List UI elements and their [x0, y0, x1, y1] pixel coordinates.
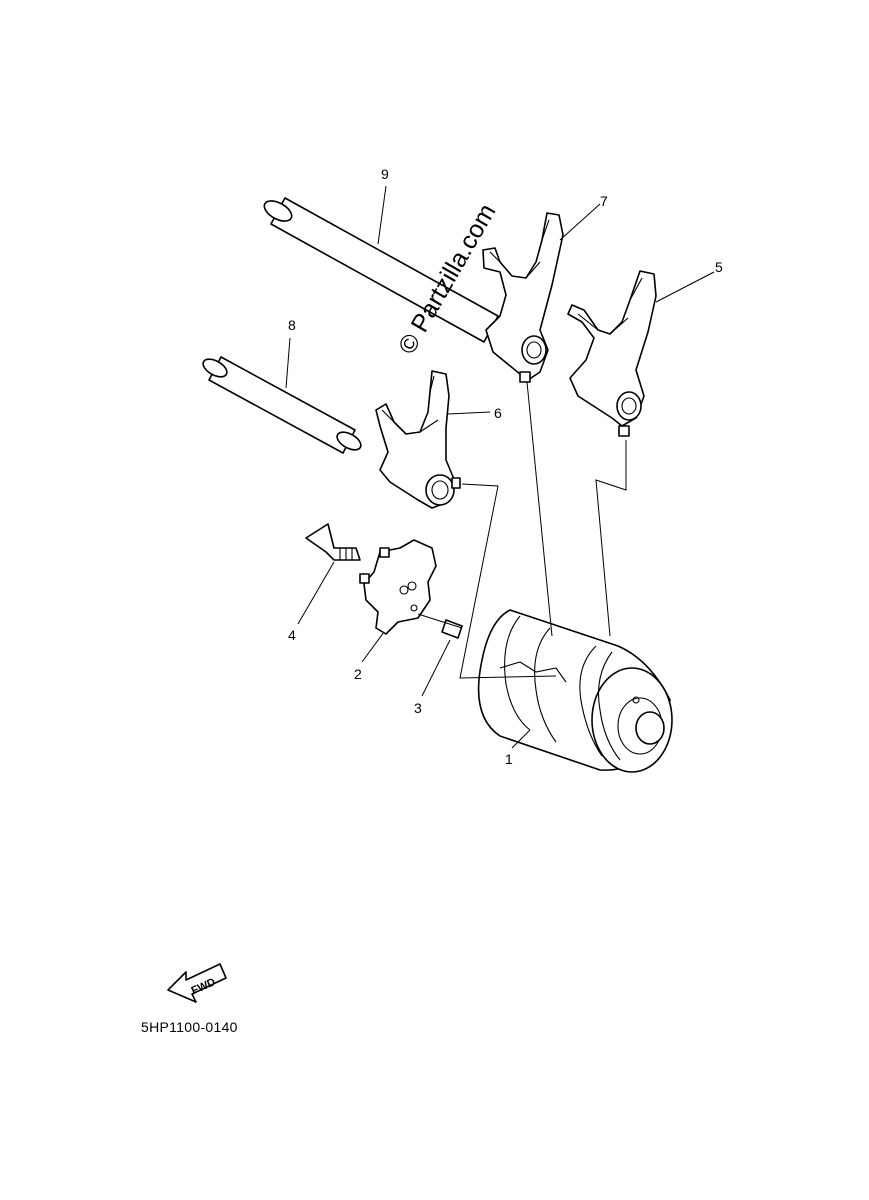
callout-3[interactable]: 3: [414, 700, 422, 716]
callout-1[interactable]: 1: [505, 751, 513, 767]
part-5-shift-fork[interactable]: [567, 270, 657, 437]
leader-lines: [285, 185, 715, 749]
part-3-dowel-pin[interactable]: [441, 619, 463, 639]
fwd-arrow-icon: FWD: [167, 963, 227, 1003]
callout-9[interactable]: 9: [381, 166, 389, 182]
part-8-shift-shaft-short[interactable]: [200, 356, 364, 454]
diagram-code: 5HP1100-0140: [141, 1019, 238, 1035]
callout-labels: 9 8 7 5 6 4 2 3 1: [288, 166, 723, 767]
part-1-shift-cam[interactable]: [477, 609, 673, 773]
part-9-shift-shaft-long[interactable]: [261, 197, 499, 343]
assembly-lines: [417, 381, 627, 679]
part-2-segment[interactable]: [359, 539, 437, 635]
part-6-shift-fork[interactable]: [375, 370, 461, 509]
callout-7[interactable]: 7: [600, 193, 608, 209]
part-4-screw[interactable]: [305, 523, 361, 561]
callout-4[interactable]: 4: [288, 627, 296, 643]
callout-6[interactable]: 6: [494, 405, 502, 421]
callout-2[interactable]: 2: [354, 666, 362, 682]
callout-5[interactable]: 5: [715, 259, 723, 275]
callout-8[interactable]: 8: [288, 317, 296, 333]
part-7-shift-fork[interactable]: [482, 212, 564, 383]
